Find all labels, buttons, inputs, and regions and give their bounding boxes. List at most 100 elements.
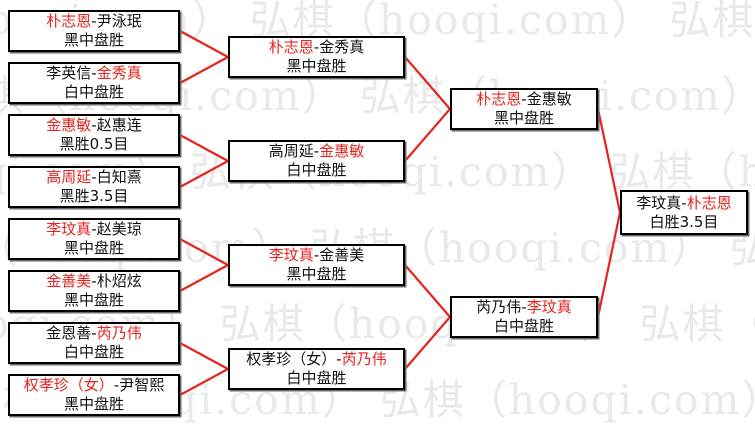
player-right: 金善美	[319, 246, 365, 264]
player-left: 金恩善	[46, 324, 92, 342]
player-left: 朴志恩	[46, 12, 92, 30]
match-box-round-1-8[interactable]: 权孝珍（女）-尹智熙黑中盘胜	[8, 374, 180, 416]
player-right: 芮乃伟	[341, 350, 387, 368]
versus-separator: -	[313, 142, 320, 160]
player-right: 金秀真	[319, 38, 365, 56]
match-players: 朴志恩-金惠敏	[476, 90, 571, 109]
player-right: 朴志恩	[686, 193, 732, 212]
match-result: 黑中盘胜	[63, 291, 124, 309]
player-left: 高周延	[268, 142, 314, 160]
match-players: 李玟真-赵美琼	[46, 220, 141, 239]
match-players: 金惠敏-赵惠连	[46, 116, 141, 135]
match-result: 白中盘胜	[63, 343, 124, 361]
player-left: 李玟真	[46, 220, 92, 238]
match-result: 白中盘胜	[286, 161, 347, 179]
connector-line	[179, 264, 229, 292]
match-box-round-1-6[interactable]: 金善美-朴炤炫黑中盘胜	[8, 270, 180, 312]
connector-line	[179, 30, 229, 58]
player-left: 芮乃伟	[476, 298, 522, 316]
match-players: 芮乃伟-李玟真	[476, 298, 571, 317]
connector-line	[179, 160, 229, 188]
versus-separator: -	[91, 324, 97, 342]
match-players: 金恩善-芮乃伟	[46, 324, 141, 343]
player-right: 白知熹	[96, 168, 142, 186]
match-result: 白胜3.5目	[649, 212, 719, 231]
match-result: 黑中盘胜	[286, 265, 347, 283]
player-left: 权孝珍（女）	[246, 350, 337, 368]
match-players: 高周延-金惠敏	[269, 142, 364, 161]
match-result: 黑中盘胜	[63, 395, 124, 413]
match-box-round-1-4[interactable]: 高周延-白知熹黑胜3.5目	[8, 166, 180, 208]
match-players: 朴志恩-尹泳珉	[46, 12, 141, 31]
player-right: 尹智熙	[119, 376, 165, 394]
match-box-final-1[interactable]: 李玟真-朴志恩白胜3.5目	[620, 190, 748, 235]
player-right: 李玟真	[526, 298, 572, 316]
connector-line	[404, 264, 451, 318]
match-box-round-2-1[interactable]: 朴志恩-金秀真黑中盘胜	[228, 36, 405, 78]
match-players: 金善美-朴炤炫	[46, 272, 141, 291]
match-result: 黑中盘胜	[286, 57, 347, 75]
match-result: 黑中盘胜	[63, 31, 124, 49]
versus-separator: -	[91, 64, 97, 82]
player-right: 金秀真	[96, 64, 142, 82]
player-left: 朴志恩	[476, 90, 522, 108]
player-right: 赵美琼	[96, 220, 142, 238]
match-players: 李英信-金秀真	[46, 64, 141, 83]
match-players: 朴志恩-金秀真	[269, 38, 364, 57]
player-left: 金善美	[46, 272, 92, 290]
player-left: 权孝珍（女）	[23, 376, 114, 394]
match-players: 李玟真-朴志恩	[636, 194, 731, 213]
player-right: 金惠敏	[319, 142, 365, 160]
versus-separator: -	[313, 246, 320, 264]
player-right: 芮乃伟	[96, 324, 142, 342]
match-box-round-2-4[interactable]: 权孝珍（女）-芮乃伟白中盘胜	[228, 348, 405, 390]
player-right: 赵惠连	[96, 116, 142, 134]
connector-line	[179, 56, 229, 84]
versus-separator: -	[91, 168, 97, 186]
versus-separator: -	[113, 376, 120, 394]
player-right: 尹泳珉	[96, 12, 142, 30]
match-result: 白中盘胜	[493, 317, 554, 335]
connector-line	[179, 368, 229, 396]
match-box-round-1-7[interactable]: 金恩善-芮乃伟白中盘胜	[8, 322, 180, 364]
match-box-semifinal-2[interactable]: 芮乃伟-李玟真白中盘胜	[450, 296, 598, 338]
versus-separator: -	[91, 12, 97, 30]
player-left: 李玟真	[268, 246, 314, 264]
player-left: 金惠敏	[46, 116, 92, 134]
versus-separator: -	[336, 350, 342, 368]
connector-line	[179, 134, 229, 162]
player-left: 李英信	[46, 64, 92, 82]
connector-line	[596, 212, 622, 318]
player-right: 金惠敏	[526, 90, 572, 108]
match-box-round-1-5[interactable]: 李玟真-赵美琼黑中盘胜	[8, 218, 180, 260]
match-result: 白中盘胜	[63, 83, 124, 101]
match-box-round-2-2[interactable]: 高周延-金惠敏白中盘胜	[228, 140, 405, 182]
versus-separator: -	[521, 90, 527, 108]
versus-separator: -	[91, 272, 97, 290]
connector-line	[179, 238, 229, 266]
match-players: 权孝珍（女）-尹智熙	[24, 376, 164, 395]
connector-line	[404, 108, 451, 162]
versus-separator: -	[91, 220, 97, 238]
match-result: 黑中盘胜	[493, 109, 554, 127]
match-result: 黑中盘胜	[63, 239, 124, 257]
match-box-semifinal-1[interactable]: 朴志恩-金惠敏黑中盘胜	[450, 88, 598, 130]
match-box-round-2-3[interactable]: 李玟真-金善美黑中盘胜	[228, 244, 405, 286]
match-box-round-1-2[interactable]: 李英信-金秀真白中盘胜	[8, 62, 180, 104]
match-box-round-1-1[interactable]: 朴志恩-尹泳珉黑中盘胜	[8, 10, 180, 52]
versus-separator: -	[521, 298, 527, 316]
versus-separator: -	[681, 193, 687, 212]
connector-line	[179, 342, 229, 370]
match-result: 黑胜3.5目	[59, 187, 129, 205]
player-right: 朴炤炫	[96, 272, 142, 290]
connector-line	[404, 316, 451, 370]
player-left: 朴志恩	[268, 38, 314, 56]
match-players: 李玟真-金善美	[269, 246, 364, 265]
match-box-round-1-3[interactable]: 金惠敏-赵惠连黑胜0.5目	[8, 114, 180, 156]
versus-separator: -	[91, 116, 97, 134]
match-players: 高周延-白知熹	[46, 168, 141, 187]
match-players: 权孝珍（女）-芮乃伟	[246, 350, 386, 369]
match-result: 白中盘胜	[286, 369, 347, 387]
player-left: 李玟真	[636, 193, 682, 212]
